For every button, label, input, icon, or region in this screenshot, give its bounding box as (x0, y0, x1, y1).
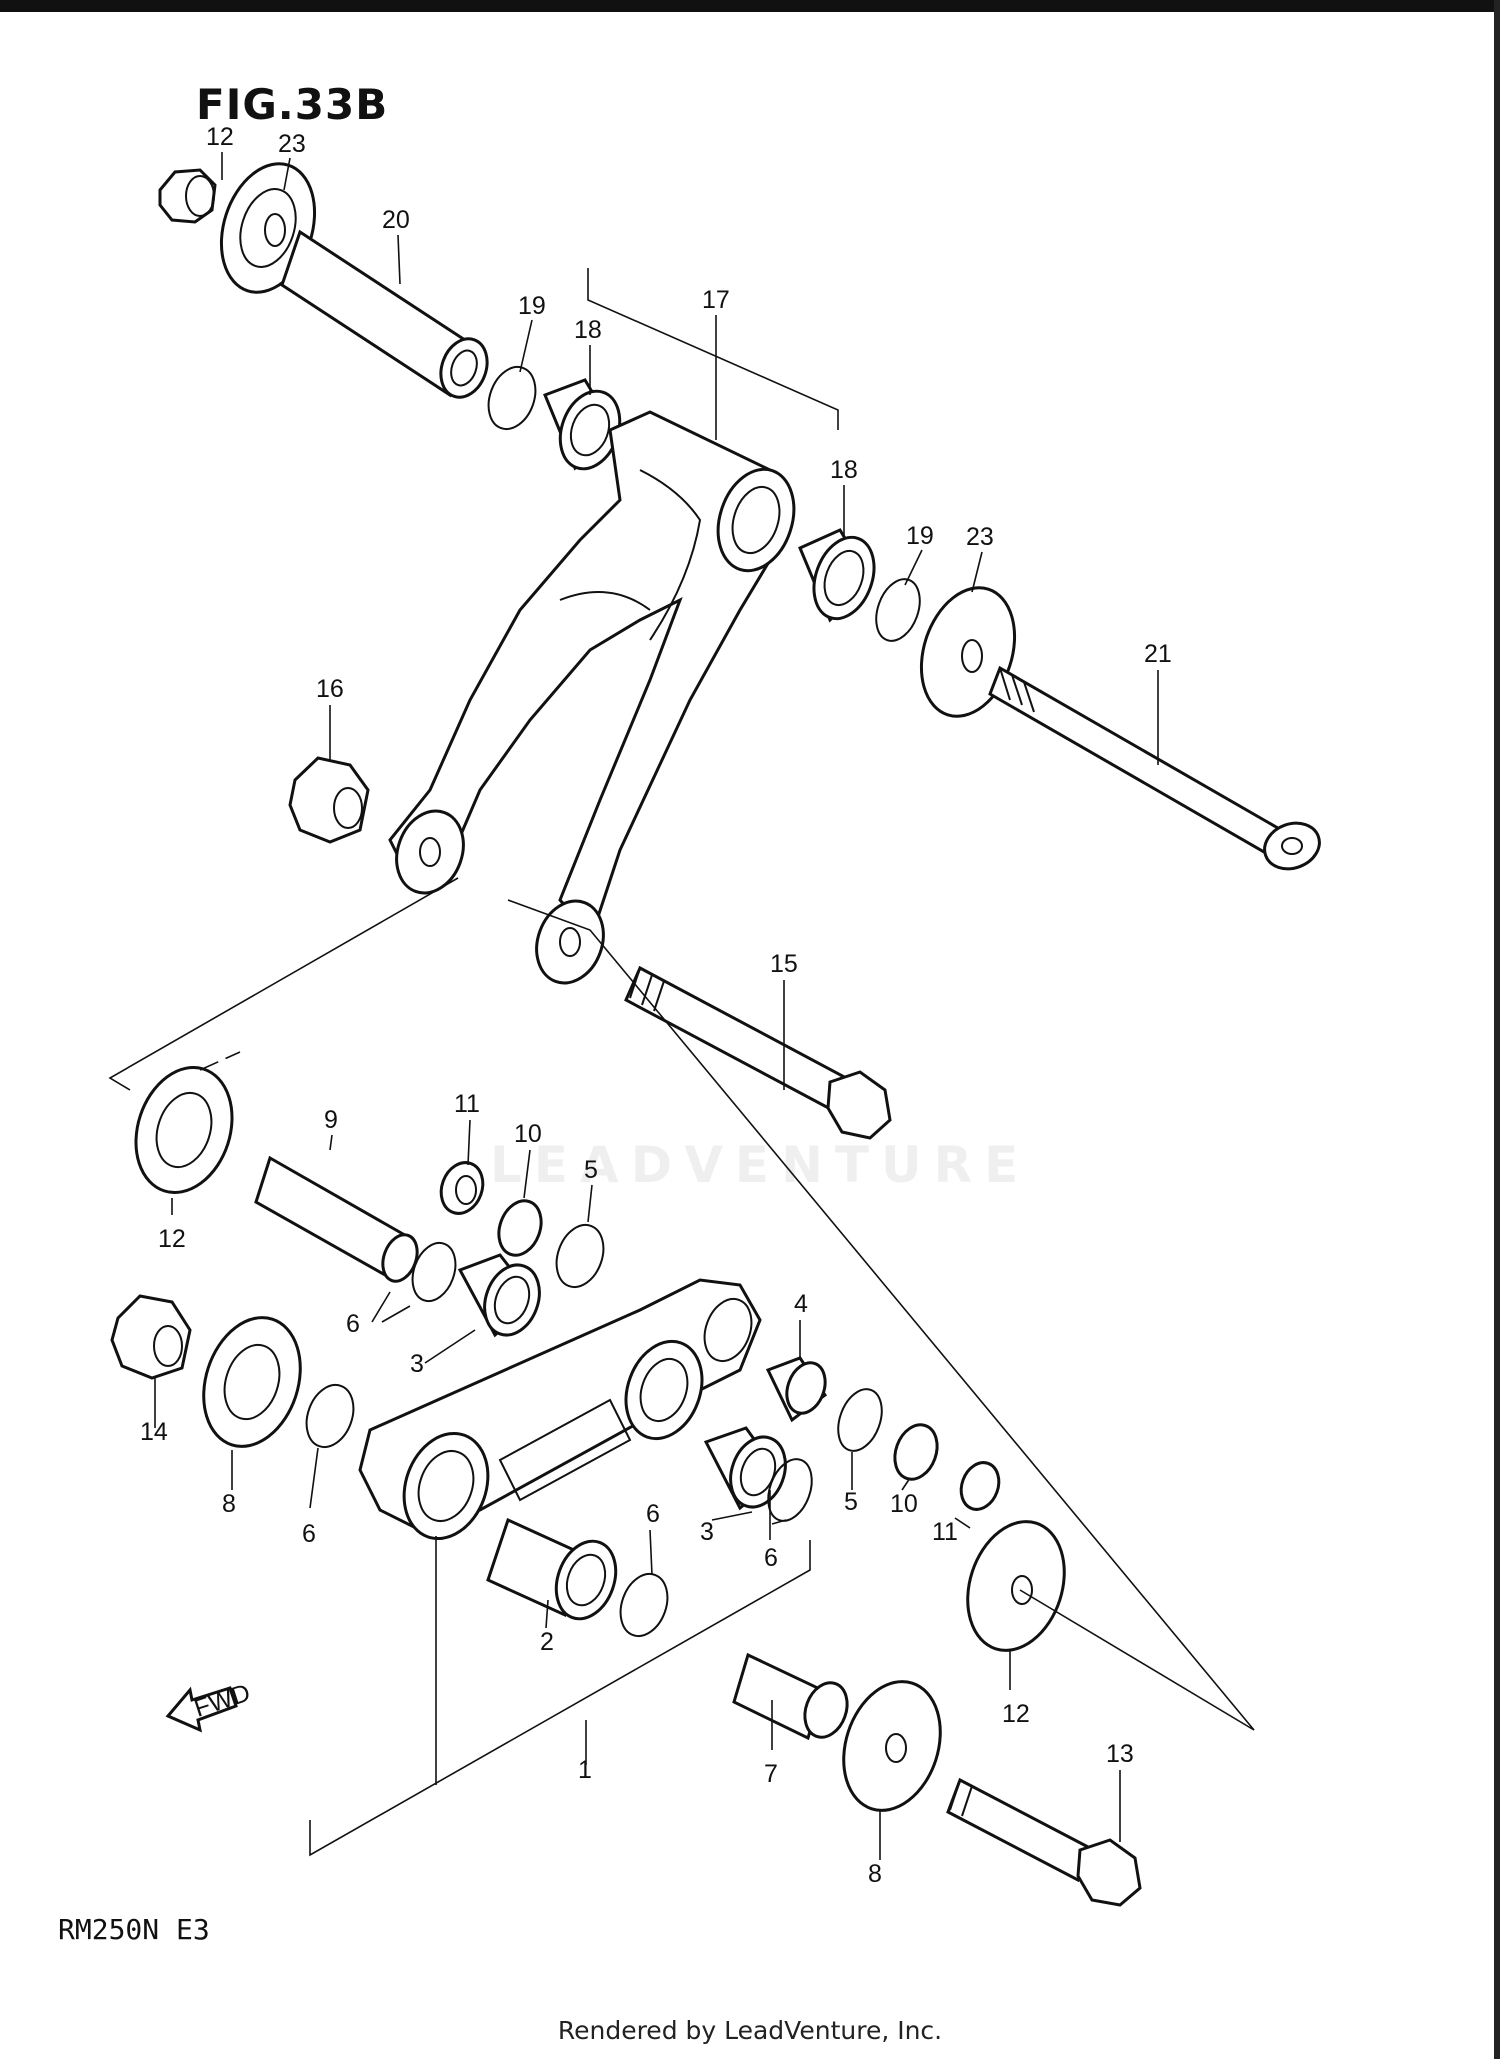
callout-11-b: 11 (932, 1518, 958, 1546)
callout-2: 2 (540, 1628, 554, 1656)
callout-18: 18 (574, 316, 602, 344)
callout-23-right: 23 (966, 523, 994, 551)
part-12-washer-right (966, 1520, 1066, 1652)
part-11-collar (439, 1161, 485, 1215)
callout-19: 19 (518, 292, 546, 320)
part-6-oring-3 (767, 1458, 813, 1522)
callout-6-b: 6 (302, 1520, 316, 1548)
callout-16: 16 (316, 675, 344, 703)
part-16-nut (288, 756, 370, 844)
callout-14: 14 (140, 1418, 168, 1446)
right-border (1494, 0, 1500, 2059)
part-8-washer (202, 1316, 302, 1448)
part-12-washer (134, 1065, 234, 1195)
part-3-bearing-2 (703, 1426, 787, 1511)
part-14-nut (110, 1294, 192, 1380)
part-10-washer (497, 1199, 543, 1257)
part-6-oring (411, 1241, 457, 1303)
callout-5-b: 5 (844, 1488, 858, 1516)
callout-11: 11 (454, 1090, 480, 1118)
part-7-collar (732, 1652, 849, 1741)
figure-title: FIG.33B (196, 80, 389, 129)
callout-19-right: 19 (906, 522, 934, 550)
callout-18-right: 18 (830, 456, 858, 484)
part-5-oring-2 (837, 1388, 883, 1452)
part-4-collar (765, 1356, 828, 1423)
part-1-cushion-rod (358, 1278, 762, 1541)
part-6-oring-4 (619, 1573, 669, 1637)
callout-3: 3 (410, 1350, 424, 1378)
part-18-bearing (543, 378, 622, 471)
part-5-oring (555, 1224, 605, 1288)
part-15-bolt (624, 965, 892, 1140)
callout-8: 8 (222, 1490, 236, 1518)
callout-12-right: 12 (1002, 1700, 1030, 1728)
callout-20: 20 (382, 206, 410, 234)
part-19-oring (487, 366, 537, 430)
fwd-label: FWD (191, 1679, 254, 1723)
part-17-rocker-arm (388, 410, 796, 985)
callout-7: 7 (764, 1760, 778, 1788)
callout-5: 5 (584, 1156, 598, 1184)
top-border (0, 0, 1500, 12)
footer-credit: Rendered by LeadVenture, Inc. (557, 2016, 943, 2045)
callout-6: 6 (346, 1310, 360, 1338)
callout-6-c: 6 (646, 1500, 660, 1528)
part-13-bolt (946, 1777, 1142, 1907)
part-20-sleeve (280, 229, 489, 399)
part-6-oring-2 (305, 1384, 355, 1448)
callout-8-b: 8 (868, 1860, 882, 1888)
part-9-sleeve (254, 1155, 419, 1283)
callout-10: 10 (514, 1120, 542, 1148)
part-8-washer-right (842, 1680, 942, 1812)
model-code: RM250N E3 (58, 1913, 210, 1946)
part-3-bearing (457, 1253, 541, 1338)
callout-10-b: 10 (890, 1490, 918, 1518)
part-10-washer-2 (893, 1423, 939, 1481)
part-18-bearing-right (798, 528, 876, 623)
part-21-bolt (988, 665, 1321, 871)
fwd-arrow-icon (165, 1686, 238, 1733)
callout-6-d: 6 (764, 1544, 778, 1572)
part-11-collar-2 (959, 1461, 1001, 1511)
callout-12: 12 (158, 1225, 186, 1253)
part-23-washer-right (919, 586, 1017, 718)
part-22-nut (158, 168, 217, 224)
part-2-bearing (486, 1517, 618, 1621)
callout-22: 12 (206, 123, 234, 151)
callout-15: 15 (770, 950, 798, 978)
assembly-guides (108, 268, 1255, 1857)
callout-13: 13 (1106, 1740, 1134, 1768)
callout-17: 17 (702, 286, 730, 314)
watermark: LEADVENTURE (490, 1136, 1031, 1194)
callout-23: 23 (278, 130, 306, 158)
part-19-oring-right (875, 578, 921, 642)
callout-21: 21 (1144, 640, 1172, 668)
leader-lines (154, 152, 1159, 1860)
callout-9: 9 (324, 1106, 338, 1134)
callout-1: 1 (578, 1756, 592, 1784)
callout-4: 4 (794, 1290, 808, 1318)
callout-numbers: 12 23 20 19 18 17 18 19 23 21 16 15 11 1… (140, 123, 1172, 1888)
callout-3-b: 3 (700, 1518, 714, 1546)
